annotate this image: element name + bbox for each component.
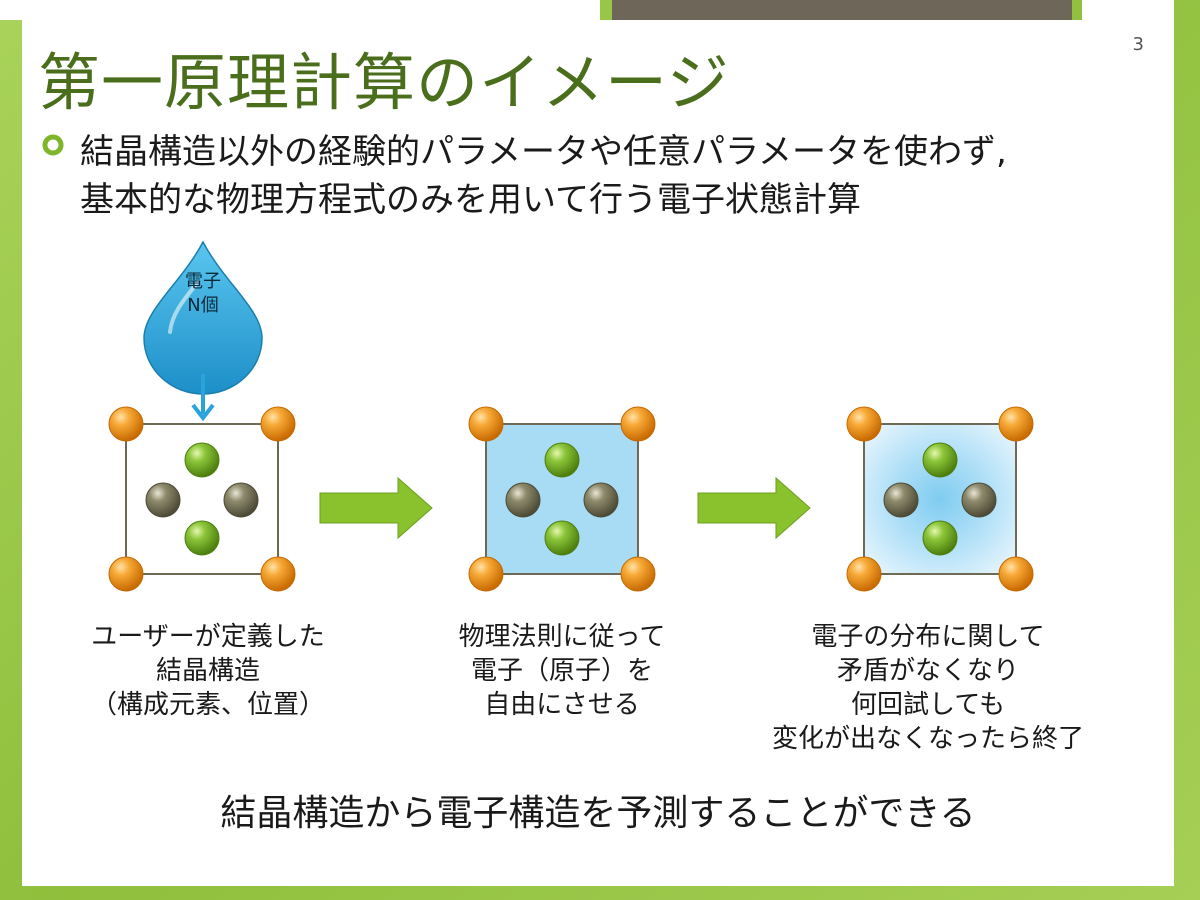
crystal-cell-electrons-free bbox=[468, 406, 656, 592]
slide-number: 3 bbox=[1132, 34, 1144, 55]
step-arrow-1 bbox=[319, 476, 433, 540]
step-arrow-2 bbox=[697, 476, 811, 540]
top-bar-left bbox=[0, 0, 600, 20]
crystal-cell-converged bbox=[846, 406, 1034, 592]
bullet-text-line-1: 結晶構造以外の経験的パラメータや任意パラメータを使わず, bbox=[80, 132, 1007, 172]
caption-line: 電子（原子）を bbox=[470, 656, 653, 686]
caption-line: 電子の分布に関して bbox=[811, 622, 1045, 652]
conclusion-text: 結晶構造から電子構造を予測することができる bbox=[220, 793, 976, 834]
first-principles-diagram bbox=[108, 240, 1034, 592]
caption-line: （構成元素、位置） bbox=[90, 690, 325, 720]
crystal-cell-user-defined bbox=[108, 406, 296, 592]
caption-line: 何回試しても bbox=[851, 690, 1005, 720]
bullet-icon bbox=[42, 134, 64, 156]
caption-line: 変化が出なくなったら終了 bbox=[771, 724, 1084, 754]
step-caption-3: 電子の分布に関して 矛盾がなくなり 何回試しても 変化が出なくなったら終了 bbox=[738, 620, 1118, 756]
caption-line: 物理法則に従って bbox=[458, 622, 666, 652]
top-bar-accent bbox=[612, 0, 1072, 20]
drop-arrow-head bbox=[191, 403, 215, 422]
caption-line: 結晶構造 bbox=[155, 656, 260, 686]
step-caption-2: 物理法則に従って 電子（原子）を 自由にさせる bbox=[412, 620, 712, 722]
caption-line: ユーザーが定義した bbox=[91, 622, 325, 652]
step-caption-1: ユーザーが定義した 結晶構造 （構成元素、位置） bbox=[58, 620, 358, 722]
top-bar-right bbox=[1082, 0, 1174, 20]
bullet-text-line-2: 基本的な物理方程式のみを用いて行う電子状態計算 bbox=[80, 180, 861, 220]
caption-line: 自由にさせる bbox=[484, 690, 640, 720]
page-title: 第一原理計算のイメージ bbox=[38, 46, 730, 119]
slide: 3 第一原理計算のイメージ 結晶構造以外の経験的パラメータや任意パラメータを使わ… bbox=[22, 20, 1174, 886]
electron-drop-icon bbox=[143, 240, 263, 395]
drop-label: 電子 N個 bbox=[168, 270, 238, 318]
drop-label-line-1: 電子 bbox=[185, 271, 221, 292]
caption-line: 矛盾がなくなり bbox=[836, 656, 1019, 686]
drop-label-line-2: N個 bbox=[187, 295, 219, 316]
drop-highlight bbox=[168, 280, 200, 334]
